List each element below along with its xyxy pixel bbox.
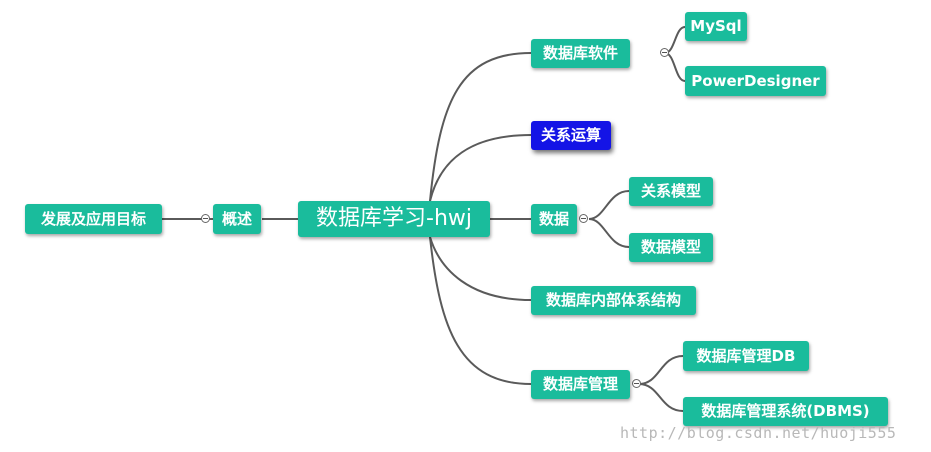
- edge-root-relalg: [429, 134, 532, 202]
- collapse-toggle-overview[interactable]: [201, 214, 210, 223]
- root-node[interactable]: 数据库学习-hwj: [298, 201, 490, 237]
- edge-data-rel: [588, 190, 630, 220]
- edge-mgmt-dbms: [638, 383, 684, 412]
- node-db-management[interactable]: 数据库管理: [531, 370, 630, 399]
- edge-data-model: [588, 218, 630, 248]
- node-data-model[interactable]: 数据模型: [629, 233, 713, 262]
- node-relational-model[interactable]: 关系模型: [629, 177, 713, 206]
- collapse-toggle-mgmt[interactable]: [632, 379, 641, 388]
- node-db-management-db[interactable]: 数据库管理DB: [683, 341, 809, 371]
- edge-software-pd: [664, 52, 686, 82]
- node-data[interactable]: 数据: [531, 204, 577, 234]
- node-goal[interactable]: 发展及应用目标: [25, 204, 162, 234]
- watermark-text: http://blog.csdn.net/huoji555: [620, 424, 897, 442]
- collapse-toggle-software[interactable]: [660, 48, 669, 57]
- node-dbms[interactable]: 数据库管理系统(DBMS): [683, 397, 888, 426]
- node-db-software[interactable]: 数据库软件: [531, 39, 630, 68]
- node-powerdesigner[interactable]: PowerDesigner: [685, 66, 826, 96]
- collapse-toggle-data[interactable]: [579, 214, 588, 223]
- node-internal-arch[interactable]: 数据库内部体系结构: [531, 286, 696, 315]
- edge-root-mgmt: [429, 236, 532, 385]
- edge-root-software: [429, 52, 532, 202]
- node-mysql[interactable]: MySql: [685, 12, 747, 41]
- node-relational-ops[interactable]: 关系运算: [531, 121, 611, 150]
- edge-root-arch: [429, 236, 532, 301]
- edge-mgmt-db: [638, 355, 684, 385]
- node-overview[interactable]: 概述: [213, 204, 261, 234]
